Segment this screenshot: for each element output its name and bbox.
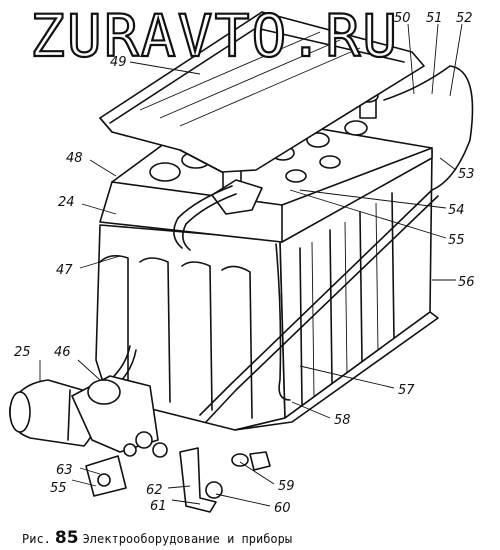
callout-59: 59 (278, 479, 295, 494)
callout-53: 53 (458, 167, 475, 182)
callout-51: 51 (426, 11, 443, 26)
callout-labels: 49 50 51 52 48 24 47 53 54 55 56 25 46 5… (14, 11, 475, 516)
callout-55-lower: 55 (50, 481, 67, 496)
callout-48: 48 (66, 151, 83, 166)
callout-24: 24 (58, 195, 75, 210)
callout-61: 61 (150, 499, 167, 514)
cables (107, 65, 474, 423)
callout-60: 60 (274, 501, 291, 516)
battery-case (95, 149, 439, 431)
callout-46: 46 (54, 345, 71, 360)
callout-57: 57 (398, 383, 415, 398)
watermark: ZURAVTO.RU (29, 4, 399, 64)
callout-50: 50 (394, 11, 411, 26)
battery-lid (99, 11, 425, 173)
callout-55-upper: 55 (448, 233, 465, 248)
caption-number: 85 (54, 528, 79, 548)
callout-47: 47 (56, 263, 73, 278)
callout-63: 63 (56, 463, 73, 478)
watermark-text: ZURAVTO.RU (30, 4, 399, 64)
callout-58: 58 (334, 413, 351, 428)
callout-62: 62 (146, 483, 163, 498)
callout-25: 25 (14, 345, 31, 360)
callout-54: 54 (448, 203, 465, 218)
callout-49: 49 (110, 55, 127, 70)
starter-motor (9, 375, 168, 458)
caption-prefix: Рис. (22, 532, 51, 546)
leader-lines (39, 23, 463, 507)
callout-52: 52 (456, 11, 473, 26)
callout-56: 56 (458, 275, 475, 290)
caption-title: Электрооборудование и приборы (82, 532, 293, 546)
mount-hardware (85, 447, 271, 513)
